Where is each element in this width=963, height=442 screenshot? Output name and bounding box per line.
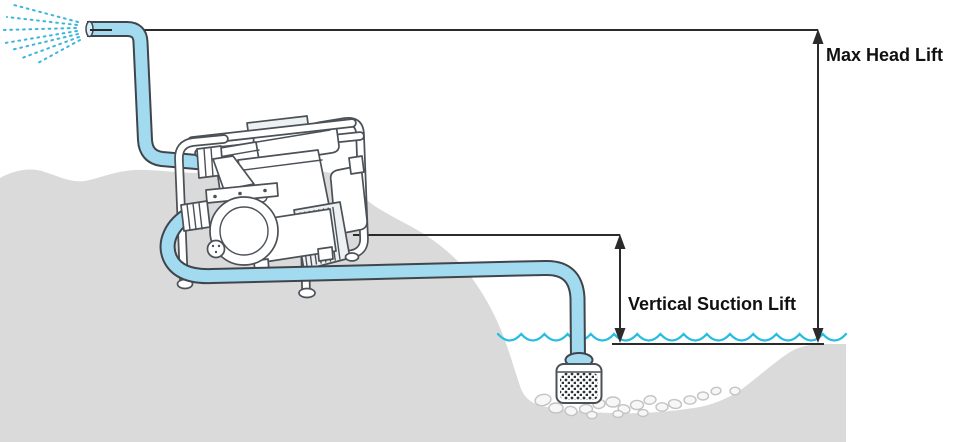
vertical-suction-lift-label: Vertical Suction Lift [628,294,797,314]
suction-coupling [180,200,211,232]
max-head-arrow-up-icon [812,29,824,44]
frame-bracket [348,155,365,175]
suction-hose [159,200,586,362]
discharge-pipe [85,20,209,171]
frame-foot [298,287,316,299]
max-head-arrow-down-icon [812,328,824,343]
max-head-lift-label: Max Head Lift [826,45,944,65]
volute-flange [205,182,279,204]
suction-arrow-down-icon [614,328,626,343]
engine-pump [174,115,369,299]
max-head-dimension [92,29,824,345]
suction-lift-dimension [353,234,626,343]
water-spray-icon [2,4,81,65]
water-surface [496,332,848,342]
drain-cap [206,239,226,259]
pump-frame-front [174,118,360,299]
strainer [555,352,603,404]
suction-arrow-up-icon [614,234,626,249]
frame-foot [344,252,360,262]
pump-housing [196,145,279,266]
discharge-elbow [212,155,255,191]
